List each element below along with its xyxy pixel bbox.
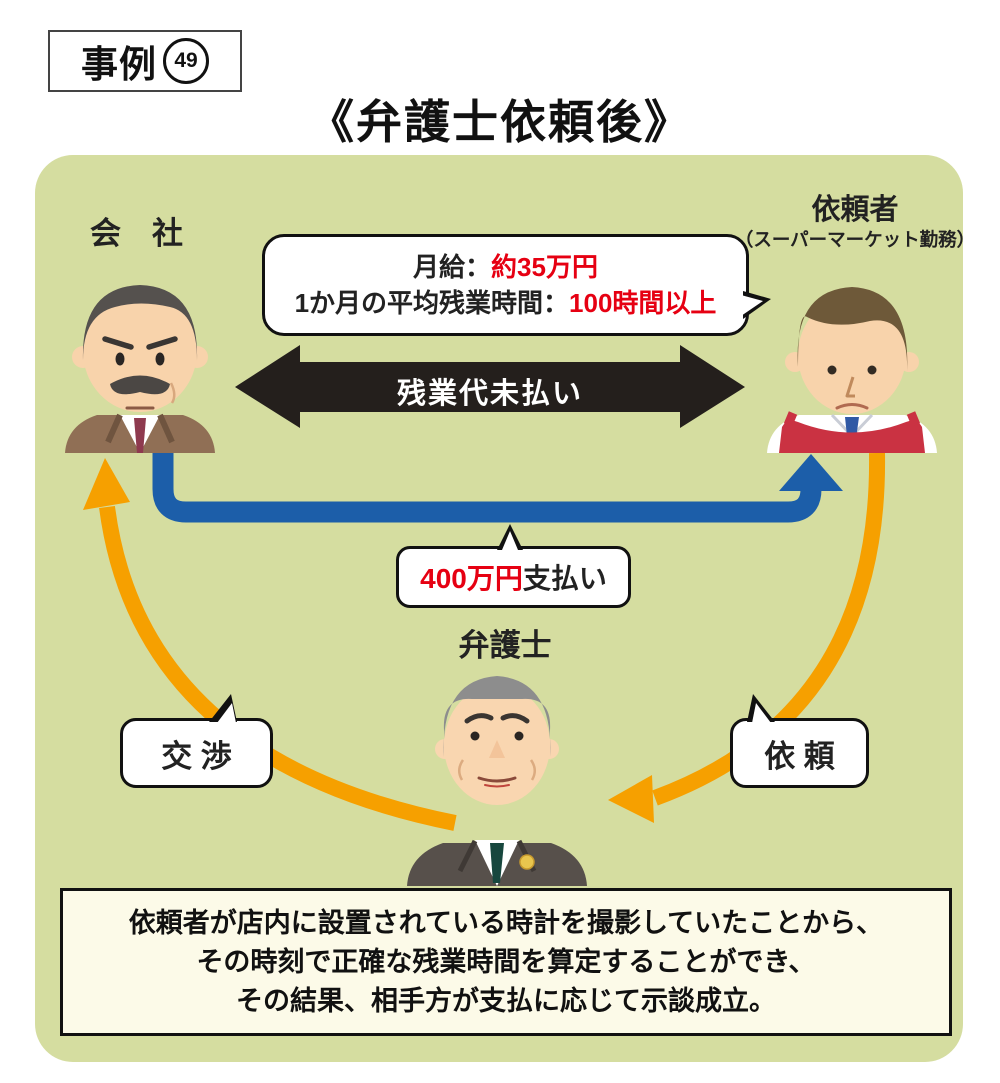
client-avatar xyxy=(767,287,937,453)
negotiation-label: 交 渉 xyxy=(161,738,232,774)
lawyer-avatar xyxy=(407,676,587,886)
dispute-arrow xyxy=(235,345,745,428)
payment-label: 400万円支払い xyxy=(420,563,607,594)
salary-value: 約35万円 xyxy=(491,252,598,282)
company-avatar xyxy=(65,285,215,453)
result-note: 依頼者が店内に設置されている時計を撮影していたことから、 その時刻で正確な残業時… xyxy=(60,888,952,1036)
conditions-speech-bubble: 月給：約35万円 1か月の平均残業時間：100時間以上 xyxy=(262,234,771,336)
overtime-line: 1か月の平均残業時間：100時間以上 xyxy=(294,288,717,318)
payment-amount: 400万円 xyxy=(420,563,523,594)
case-number-badge: 事例 49 xyxy=(48,30,242,92)
dispute-arrow-label: 残業代未払い xyxy=(396,378,583,410)
page-title: 《弁護士依頼後》 xyxy=(308,96,692,148)
payment-label-bubble: 400万円支払い xyxy=(396,524,631,608)
case-number-circle: 49 xyxy=(163,38,209,84)
result-line-2: その時刻で正確な残業時間を算定することができ、 xyxy=(196,946,816,977)
request-label-bubble: 依 頼 xyxy=(730,694,869,788)
result-line-3: その結果、相手方が支払に応じて示談成立。 xyxy=(236,985,776,1016)
request-arrow xyxy=(608,452,886,823)
client-label: 依頼者 xyxy=(811,194,899,226)
lawyer-label: 弁護士 xyxy=(458,628,552,663)
company-label: 会 社 xyxy=(90,216,183,251)
negotiation-label-bubble: 交 渉 xyxy=(120,694,273,788)
request-label: 依 頼 xyxy=(764,738,835,774)
overtime-value: 100時間以上 xyxy=(569,288,717,318)
payment-arrow xyxy=(152,445,843,523)
client-sublabel: （スーパーマーケット勤務） xyxy=(734,229,976,250)
salary-line: 月給：約35万円 xyxy=(413,252,598,282)
case-badge-label: 事例 xyxy=(81,44,157,85)
result-line-1: 依頼者が店内に設置されている時計を撮影していたことから、 xyxy=(128,907,884,938)
